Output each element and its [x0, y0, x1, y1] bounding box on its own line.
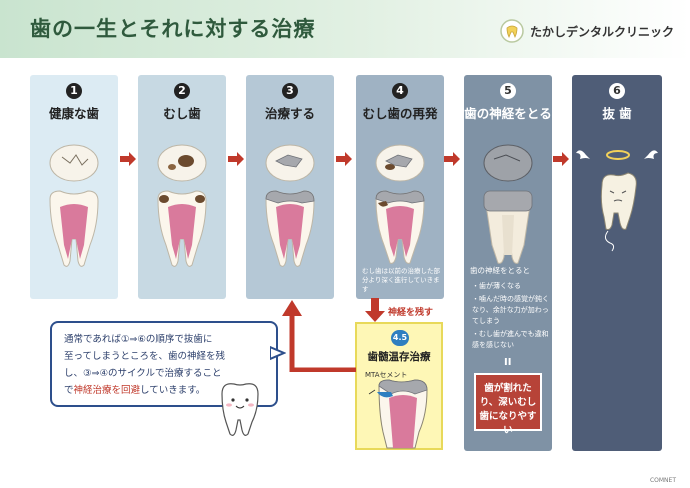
filled-tooth-illustration [265, 144, 315, 267]
clinic-name: たかしデンタルクリニック [530, 24, 675, 39]
crowned-tooth-illustration [483, 144, 533, 264]
clinic-brand: たかしデンタルクリニック [500, 18, 674, 44]
step-label: 健康な歯 [48, 106, 99, 121]
explanation-bubble: 通常であれば①⇒⑥の順序で抜歯に 至ってしまうところを、歯の神経を残 し、③⇒④… [50, 321, 278, 407]
step-number: 5 [500, 83, 516, 99]
bubble-tail-icon [270, 345, 286, 361]
pulp-preservation-panel: 4.5 歯髄温存治療 MTAセメント [355, 322, 443, 450]
explanation-text-part: で [64, 385, 74, 396]
step-label: むし歯の再発 [362, 106, 438, 121]
cavity-tooth-illustration [157, 144, 207, 267]
tooth-mascot-icon [221, 383, 259, 436]
mta-label: MTAセメント [365, 371, 408, 379]
pulp-capping-tooth-illustration [368, 379, 428, 449]
list-item: ・歯が薄くなる [472, 282, 521, 290]
arrow-down-icon [365, 298, 385, 322]
footer-credit: COMNET [649, 477, 676, 484]
step-extraction: 6 抜 歯 [572, 75, 662, 451]
explanation-text-part: していきます。 [140, 385, 206, 396]
arrow-right-icon [444, 152, 460, 166]
recurrence-note: むし歯は以前の治療した部分より深く進行していきます [362, 267, 440, 293]
cycle-arrow-icon [282, 300, 356, 372]
explanation-line: 至ってしまうところを、歯の神経を残 [64, 351, 226, 362]
step-number: 3 [282, 83, 298, 99]
nerve-removal-list: ・歯が薄くなる ・噛んだ時の感覚が鈍くなり、余計な力が加わってしまう ・むし歯が… [472, 281, 552, 353]
list-item: ・むし歯が進んでも違和感を感じない [472, 330, 549, 349]
step-treatment: 3 治療する [246, 75, 334, 299]
explanation-line: し、③⇒④のサイクルで治療すること [64, 368, 222, 379]
step-label: 歯の神経をとる [464, 106, 552, 121]
header-banner: 歯の一生とそれに対する治療 たかしデンタルクリニック [0, 0, 690, 58]
step-recurrence: 4 むし歯の再発 むし歯は以前の治療した部分より深く進行していきます [356, 75, 444, 299]
step-healthy-tooth: 1 健康な歯 [30, 75, 118, 299]
step-number: 2 [174, 83, 190, 99]
recurrent-cavity-tooth-illustration [375, 144, 425, 264]
healthy-tooth-illustration [49, 144, 99, 267]
step-label: むし歯 [163, 106, 201, 121]
explanation-line: 通常であれば①⇒⑥の順序で抜歯に [64, 334, 213, 345]
warning-box: 歯が割れたり、深いむし歯になりやすい [474, 373, 542, 436]
highlight-text: 神経治療を回避 [73, 385, 141, 396]
arrow-right-icon [553, 152, 569, 166]
keep-nerve-label: 神経を残す [388, 308, 434, 318]
step-nerve-removal: 5 歯の神経をとる 歯の神経をとると ・歯が薄くなる ・噛んだ時の感覚が鈍くなり… [464, 75, 552, 451]
extracted-tooth-angel-illustration [576, 150, 658, 252]
clinic-logo-icon [500, 19, 524, 43]
step-number: 4.5 [391, 330, 409, 346]
pulp-title: 歯髄温存治療 [367, 351, 431, 363]
page-title: 歯の一生とそれに対する治療 [30, 17, 316, 41]
step-label: 治療する [264, 106, 315, 121]
arrow-right-icon [336, 152, 352, 166]
explanation-line: で神経治療を回避していきます。 [64, 382, 274, 399]
arrow-right-icon [120, 152, 136, 166]
arrow-right-icon [228, 152, 244, 166]
list-item: ・噛んだ時の感覚が鈍くなり、余計な力が加わってしまう [472, 295, 549, 325]
step-number: 6 [609, 83, 625, 99]
explanation-text: 通常であれば①⇒⑥の順序で抜歯に 至ってしまうところを、歯の神経を残 し、③⇒④… [64, 331, 274, 399]
equals-sign: II [504, 357, 512, 368]
step-label: 抜 歯 [602, 106, 632, 121]
step-cavity: 2 むし歯 [138, 75, 226, 299]
step-number: 4 [392, 83, 408, 99]
nerve-removal-title: 歯の神経をとると [470, 266, 530, 275]
step-number: 1 [66, 83, 82, 99]
